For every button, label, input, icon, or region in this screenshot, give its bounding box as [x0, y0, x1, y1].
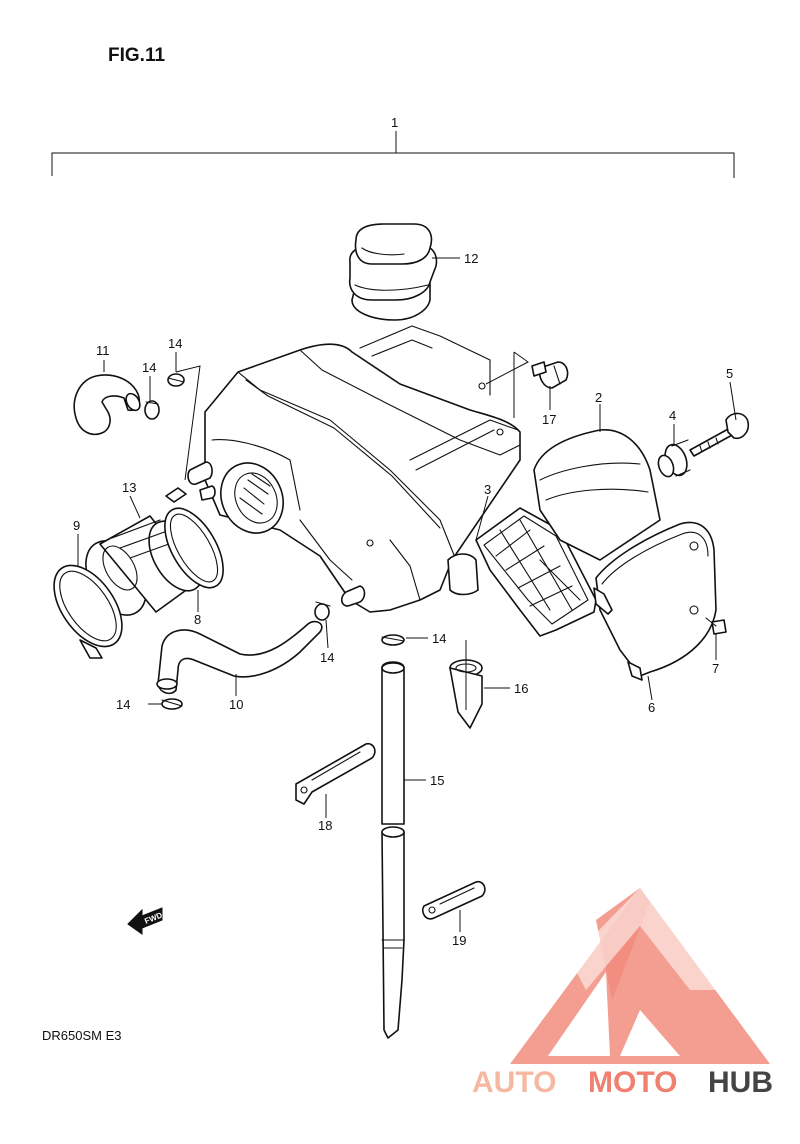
- callout-1: 1: [391, 115, 398, 130]
- hose-clips-part: [144, 373, 405, 710]
- boot-clamp-large-part: [164, 487, 224, 589]
- assembly-bracket: [51, 131, 735, 178]
- callout-4: 4: [669, 408, 676, 423]
- callout-9: 9: [73, 518, 80, 533]
- callout-14-left: 14: [142, 360, 156, 375]
- tube-bracket-lower-part: [421, 880, 486, 920]
- leader-lines: [77, 257, 737, 932]
- callout-14-lower: 14: [116, 697, 130, 712]
- bolt-part: [531, 361, 569, 389]
- drain-tube-part: [381, 661, 405, 1039]
- filter-cage-part: [475, 507, 597, 637]
- air-cleaner-box-part: [187, 325, 521, 613]
- drain-hose-part: [156, 620, 323, 695]
- callout-5: 5: [726, 366, 733, 381]
- callout-6: 6: [648, 700, 655, 715]
- wing-bolt-part: [689, 412, 750, 457]
- callout-13: 13: [122, 480, 136, 495]
- watermark-moto: MOTO: [588, 1066, 677, 1099]
- watermark-hub: HUB: [708, 1066, 773, 1099]
- callout-14-upper: 14: [168, 336, 182, 351]
- callout-8: 8: [194, 612, 201, 627]
- grommet-part: [657, 439, 691, 478]
- screw-part: [705, 617, 727, 635]
- air-cleaner-cover-part: [593, 521, 717, 681]
- boot-clamp-part: [53, 564, 123, 659]
- callout-11: 11: [96, 343, 110, 358]
- model-code: DR650SM E3: [42, 1028, 121, 1043]
- callout-16: 16: [514, 681, 528, 696]
- watermark-text: AUTO MOTO HUB: [472, 1066, 773, 1099]
- callout-14-right: 14: [432, 631, 446, 646]
- forward-direction-arrow: FWD: [127, 907, 164, 935]
- watermark-logo: [510, 888, 770, 1064]
- callout-18: 18: [318, 818, 332, 833]
- watermark-auto: AUTO: [472, 1066, 556, 1099]
- callout-12: 12: [464, 251, 478, 266]
- filter-element-part: [533, 429, 661, 561]
- callout-3: 3: [484, 482, 491, 497]
- callout-19: 19: [452, 933, 466, 948]
- callout-10: 10: [229, 697, 243, 712]
- tube-bracket-upper-part: [295, 742, 376, 805]
- callout-14-middle: 14: [320, 650, 334, 665]
- breather-hose-small-part: [73, 374, 141, 436]
- callout-2: 2: [595, 390, 602, 405]
- callout-7: 7: [712, 661, 719, 676]
- figure-title: FIG.11: [108, 45, 165, 66]
- callout-15: 15: [430, 773, 444, 788]
- callout-labels: 1 2 3 4 5 6 7 8 9 10 11 12 13 14 14 14 1…: [73, 115, 733, 948]
- callout-17: 17: [542, 412, 556, 427]
- intake-duct-part: [348, 223, 438, 321]
